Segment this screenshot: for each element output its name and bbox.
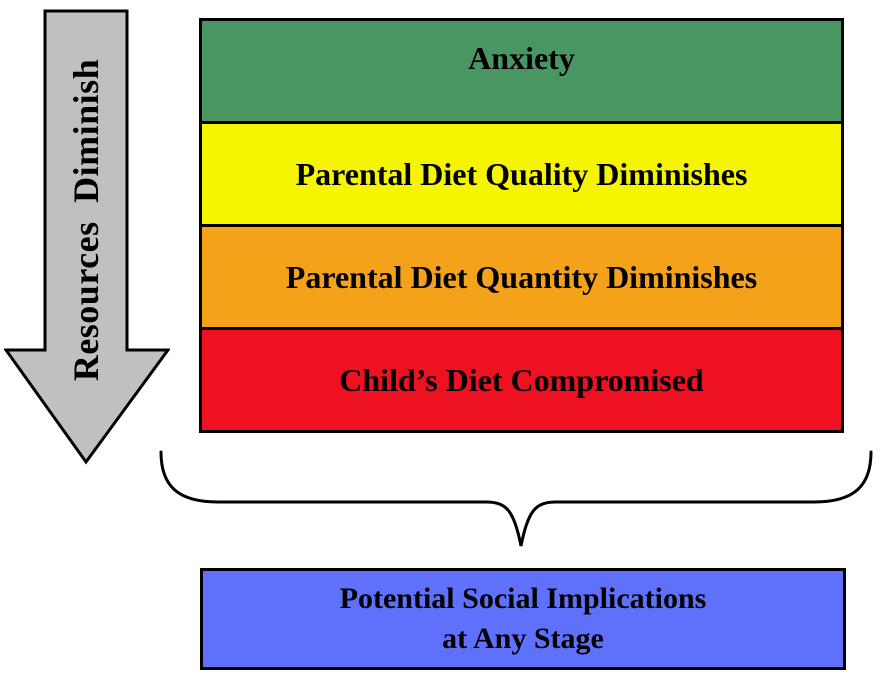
curly-brace-icon (159, 450, 873, 547)
stage-bar-childs-diet-compromised: Child’s Diet Compromised (199, 327, 844, 433)
down-arrow-icon (4, 9, 170, 465)
curly-brace-path (159, 450, 873, 547)
stage-label: Parental Diet Quantity Diminishes (285, 258, 758, 295)
stage-bar-parental-diet-quantity: Parental Diet Quantity Diminishes (199, 224, 844, 330)
stage-label: Anxiety (468, 39, 575, 76)
resources-diminish-label: Resources Diminish (66, 58, 106, 382)
outcome-box: Potential Social Implications at Any Sta… (200, 568, 846, 670)
curly-brace (156, 446, 876, 554)
outcome-label-line2: at Any Stage (442, 622, 604, 655)
stage-label: Child’s Diet Compromised (339, 361, 704, 398)
outcome-label-line1: Potential Social Implications (339, 581, 707, 615)
stage-stack: Anxiety Parental Diet Quality Diminishes… (199, 18, 844, 433)
stage-bar-anxiety: Anxiety (199, 18, 844, 124)
down-arrow-shape (4, 9, 170, 465)
stage-label: Parental Diet Quality Diminishes (295, 155, 748, 192)
resources-diminish-arrow: Resources Diminish (4, 8, 170, 466)
stage-bar-parental-diet-quality: Parental Diet Quality Diminishes (199, 121, 844, 227)
